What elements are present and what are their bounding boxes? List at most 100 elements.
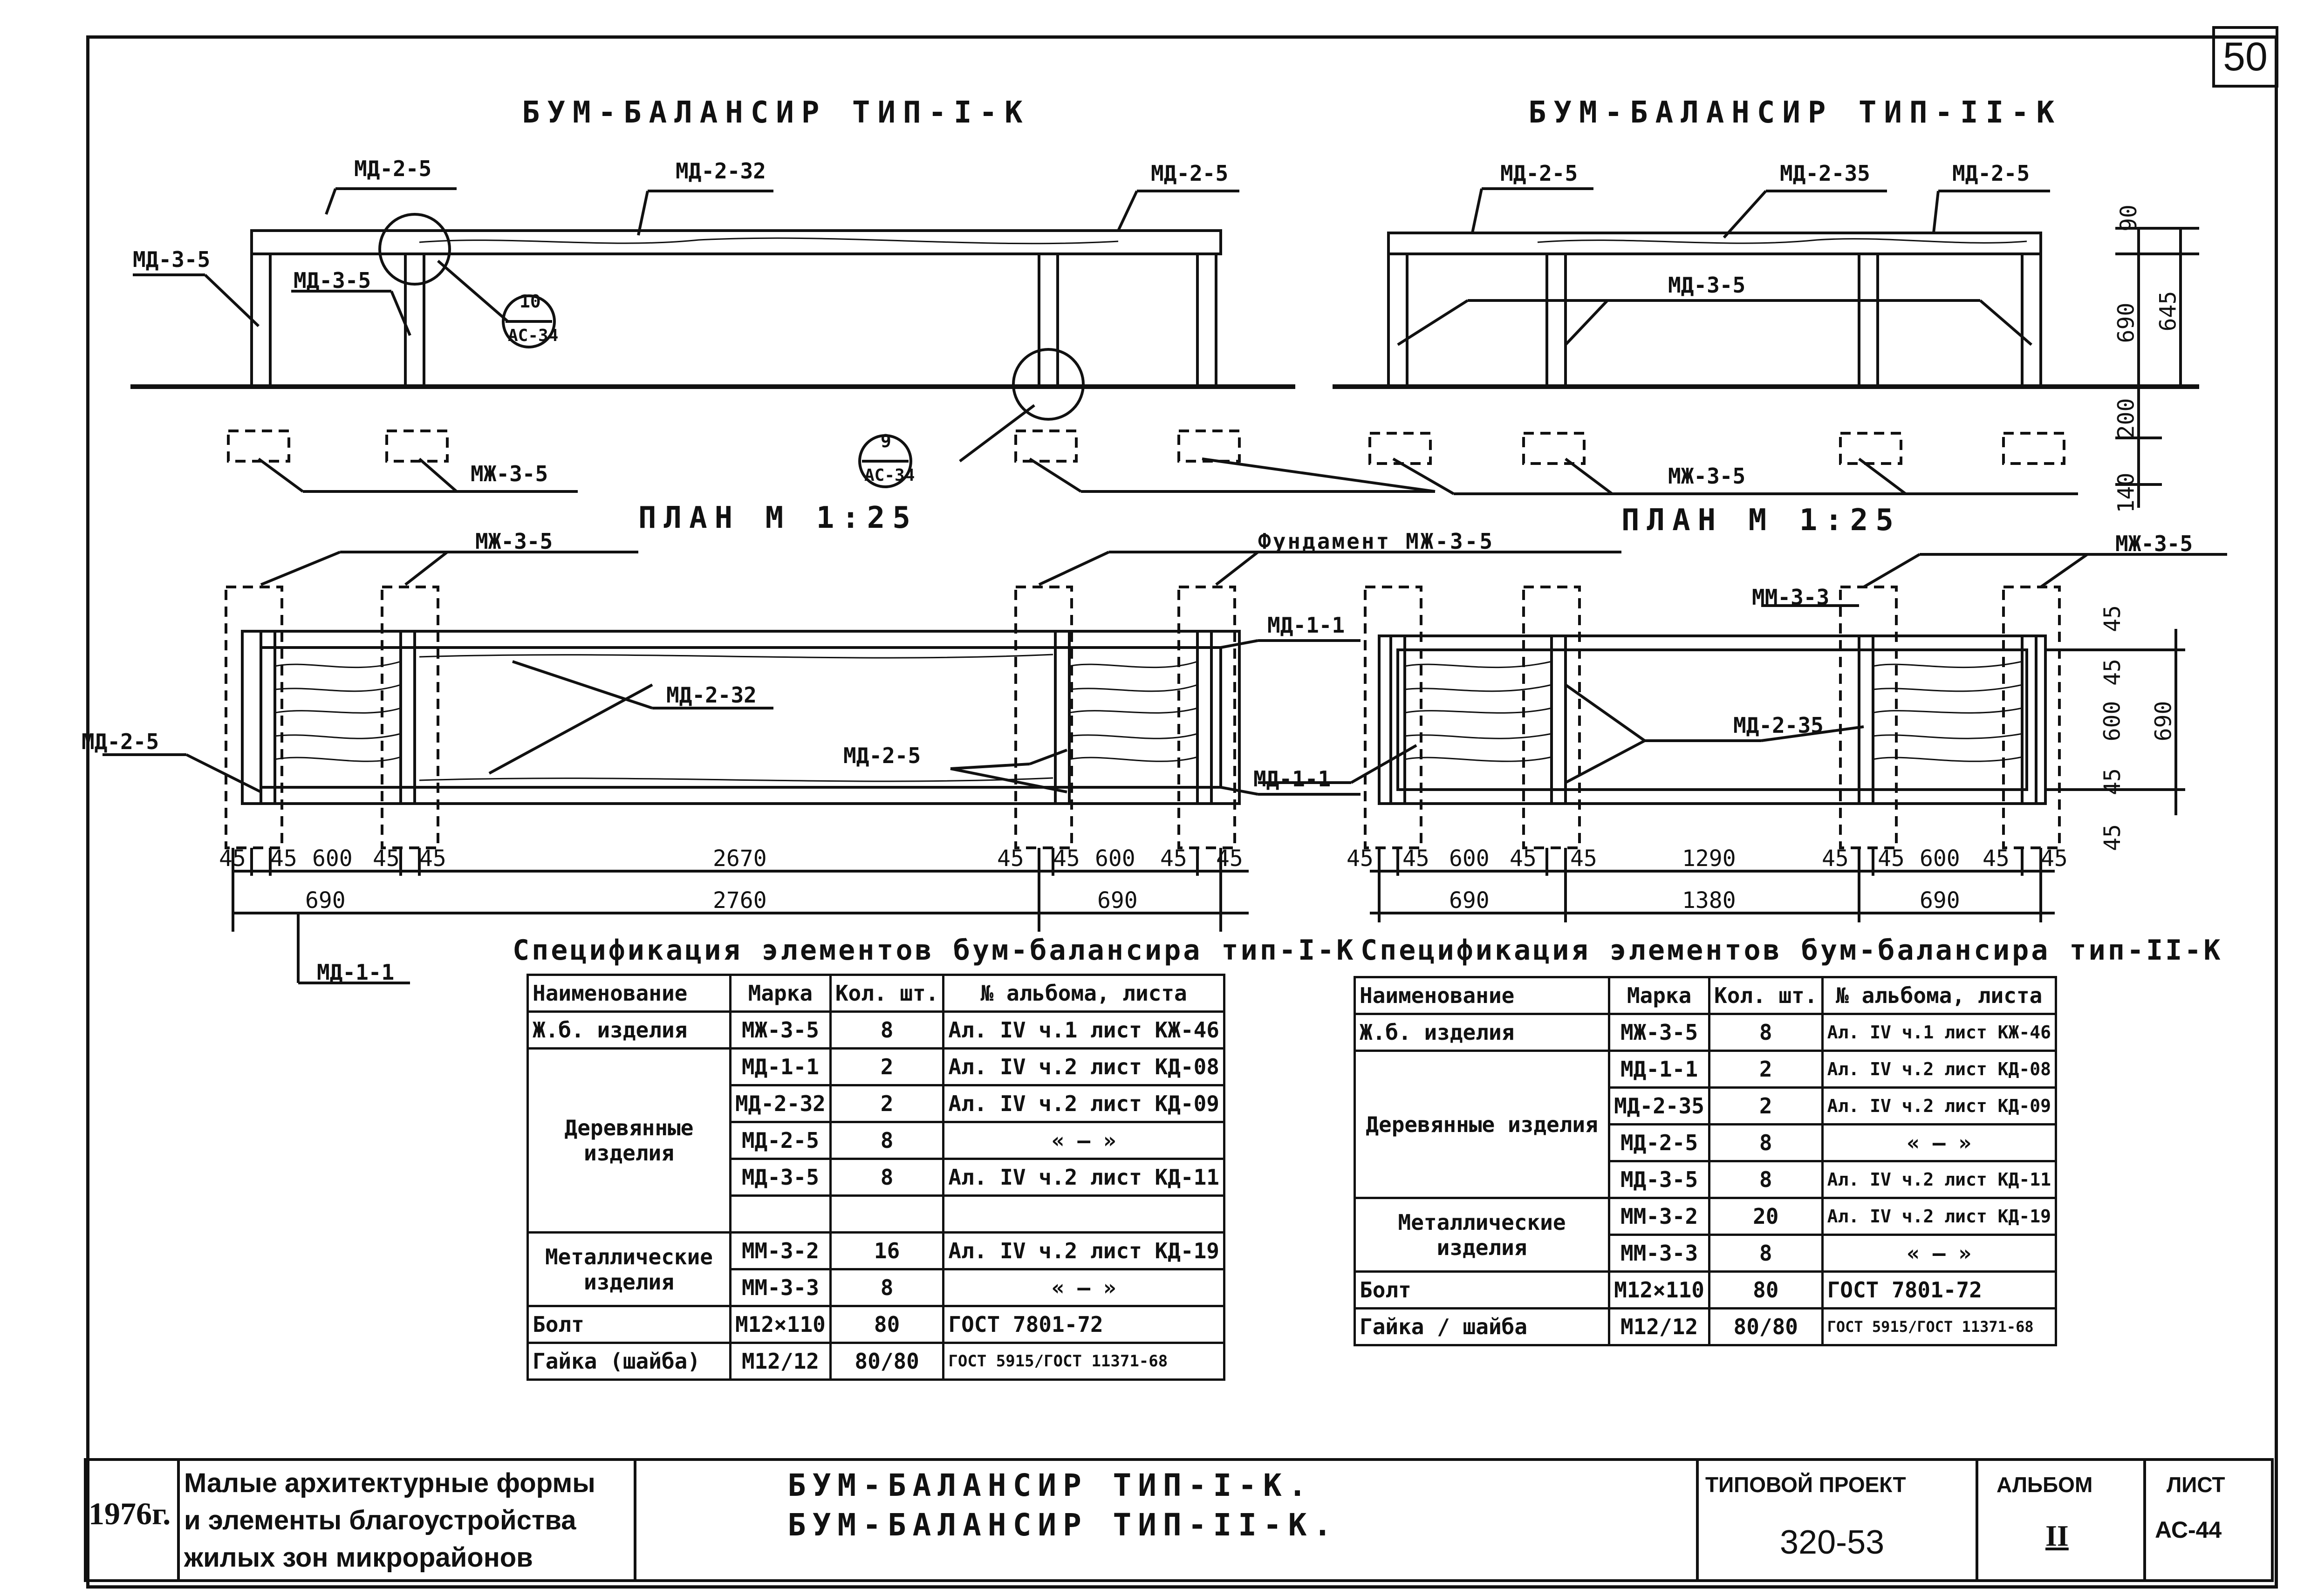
- spec2-r8-ref: ГОСТ 5915/ГОСТ 11371-68: [1821, 1307, 2058, 1346]
- dim-p2-690v: 690: [2150, 701, 2177, 742]
- plan2-outline: [1378, 634, 2047, 805]
- spec2-r0-qty: 8: [1708, 1013, 1824, 1052]
- spec2-r4-mark: МД-3-5: [1608, 1160, 1710, 1199]
- detail-circle-9a: [1012, 348, 1085, 421]
- label-md-1-1-plan1-top: МД-1-1: [1267, 613, 1345, 638]
- dim-p1-45a: 45: [219, 846, 246, 872]
- spec1-r6-qty: 16: [829, 1231, 945, 1270]
- spec2-r5-qty: 20: [1708, 1197, 1824, 1236]
- spec1-r9-name: Гайка (шайба): [526, 1342, 732, 1381]
- dim-p2-45d: 45: [1570, 846, 1597, 872]
- spec1-r9-qty: 80/80: [829, 1342, 945, 1381]
- dim-1380: 1380: [1682, 887, 1736, 914]
- spec1-r2-mark: МД-2-32: [729, 1084, 832, 1123]
- table-row: Деревянные изделия МД-1-1 2 Ал. IV ч.2 л…: [526, 1047, 1225, 1234]
- spec2-r0-ref: Ал. IV ч.1 лист КЖ-46: [1821, 1013, 2058, 1052]
- detail-circle-10a: [378, 213, 451, 286]
- spec2-r5-mark: ММ-3-2: [1608, 1197, 1710, 1236]
- tb-sheet-label: ЛИСТ: [2167, 1473, 2225, 1497]
- spec1-r1-name: Деревянные изделия: [526, 1047, 732, 1234]
- title-type1: БУМ-БАЛАНСИР ТИП-I-К: [522, 95, 1030, 130]
- dim-p2-45h: 45: [2041, 846, 2068, 872]
- plan1-wood-grain: [274, 654, 1198, 782]
- label-md-2-5-II-left: МД-2-5: [1500, 161, 1578, 186]
- dim-p2-45f: 45: [1878, 846, 1905, 872]
- spec1-r1-qty: 2: [829, 1047, 945, 1086]
- spec1-r8-ref: ГОСТ 7801-72: [942, 1305, 1225, 1344]
- spec1-r4-ref: Ал. IV ч.2 лист КД-11: [942, 1158, 1225, 1197]
- spec1-h1: Марка: [729, 974, 832, 1013]
- tb-divider-3: [1696, 1458, 1699, 1582]
- tb-album-label: АЛЬБОМ: [1996, 1473, 2093, 1497]
- spec2-h3: № альбома, листа: [1821, 976, 2058, 1015]
- table-row: МД-2-5 8 « — »: [1355, 1123, 2058, 1162]
- dim-p2-45a: 45: [1347, 846, 1374, 872]
- spec1-title: Спецификация элементов бум-балансира тип…: [513, 934, 1356, 967]
- spec1-r2-qty: 2: [829, 1084, 945, 1123]
- spec1-r8-mark: М12×110: [729, 1305, 832, 1344]
- spec2-r1-ref: Ал. IV ч.2 лист КД-08: [1821, 1050, 2058, 1089]
- spec2-r4-ref: Ал. IV ч.2 лист КД-11: [1821, 1160, 2058, 1199]
- tb-name-1: БУМ-БАЛАНСИР ТИП-I-К.: [787, 1467, 1313, 1503]
- dim-2760: 2760: [713, 887, 767, 914]
- spec1-h0: Наименование: [526, 974, 732, 1013]
- spec1-r3-mark: МД-2-5: [729, 1121, 832, 1160]
- label-foundation: Фундамент МЖ-3-5: [1258, 529, 1495, 554]
- dim-p2-45e: 45: [1822, 846, 1849, 872]
- spec2-r8-mark: М12/12: [1608, 1307, 1710, 1346]
- spec2-r5-name: Металлические изделия: [1353, 1197, 1611, 1273]
- spec1-r6-ref: Ал. IV ч.2 лист КД-19: [942, 1231, 1225, 1270]
- spec2-r4-qty: 8: [1708, 1160, 1824, 1199]
- label-mzh-3-5-plan2: МЖ-3-5: [2115, 531, 2193, 556]
- tb-desc-line1: Малые архитектурные формы: [184, 1468, 595, 1498]
- table-row: МД-3-5 8 Ал. IV ч.2 лист КД-11: [528, 1158, 1225, 1197]
- beam-md-2-32: [250, 229, 1222, 255]
- dim-p1-45d: 45: [419, 846, 446, 872]
- label-mm-3-3: ММ-3-3: [1752, 585, 1830, 610]
- label-md-2-5-right: МД-2-5: [1151, 161, 1229, 186]
- dim-p1-45c: 45: [373, 846, 400, 872]
- label-md-3-5-II: МД-3-5: [1668, 273, 1746, 298]
- title-type2: БУМ-БАЛАНСИР ТИП-II-К: [1528, 95, 2062, 130]
- spec2-r1-qty: 2: [1708, 1050, 1824, 1089]
- spec2-r1-mark: МД-1-1: [1608, 1050, 1710, 1089]
- spec1-r8-name: Болт: [526, 1305, 732, 1344]
- spec2-r7-ref: ГОСТ 7801-72: [1821, 1270, 2058, 1310]
- spec1-r4-mark: МД-3-5: [729, 1158, 832, 1197]
- foundations-elev-1: [227, 430, 1241, 463]
- spec2-r6-ref: « — »: [1821, 1234, 2058, 1273]
- node-10-top: 10: [520, 291, 541, 312]
- spec2-r0-name: Ж.б. изделия: [1353, 1013, 1611, 1052]
- spec1-r7-qty: 8: [829, 1268, 945, 1307]
- dim-p1-45b: 45: [270, 846, 297, 872]
- spec2-r8-qty: 80/80: [1708, 1307, 1824, 1346]
- table-row: Гайка / шайба М12/12 80/80 ГОСТ 5915/ГОС…: [1353, 1307, 2058, 1346]
- spec1-table: Наименование Марка Кол. шт. № альбома, л…: [526, 974, 1225, 1381]
- spec1-r6-name: Металлические изделия: [526, 1231, 732, 1307]
- table-row: МД-2-5 8 « — »: [528, 1121, 1225, 1160]
- dim-p2-45c: 45: [1510, 846, 1537, 872]
- tb-year: 1976г.: [89, 1496, 171, 1531]
- tb-project-label: ТИПОВОЙ ПРОЕКТ: [1705, 1473, 1906, 1497]
- spec2-r3-mark: МД-2-5: [1608, 1123, 1710, 1162]
- dim-p1-600: 600: [312, 846, 353, 872]
- tb-sheet-value: АС-44: [2155, 1517, 2222, 1543]
- spec1-r4-qty: 8: [829, 1158, 945, 1197]
- spec1-r0-ref: Ал. IV ч.1 лист КЖ-46: [942, 1010, 1225, 1050]
- post-4: [1196, 252, 1217, 388]
- spec1-r7-ref: « — »: [942, 1268, 1225, 1307]
- dim-p2-45v1: 45: [2099, 605, 2126, 632]
- table-row: ММ-3-3 8 « — »: [1355, 1234, 2058, 1273]
- sheet-number: 50: [2212, 26, 2278, 88]
- spec2-r6-mark: ММ-3-3: [1608, 1234, 1710, 1273]
- tb-project-value: 320-53: [1780, 1524, 1885, 1561]
- tb-desc-line3: жилых зон микрорайонов: [184, 1542, 533, 1573]
- label-md-2-35: МД-2-35: [1780, 161, 1870, 186]
- spec1-r0-qty: 8: [829, 1010, 945, 1050]
- dim-p1-45h: 45: [1216, 846, 1243, 872]
- dim-90: 90: [2115, 205, 2142, 232]
- title-plan2: ПЛАН М 1:25: [1621, 503, 1901, 538]
- dim-p1-600b: 600: [1095, 846, 1135, 872]
- label-md-2-5-II-right: МД-2-5: [1952, 161, 2030, 186]
- table-row: Ж.б. изделия МЖ-3-5 8 Ал. IV ч.1 лист КЖ…: [1353, 1013, 2058, 1052]
